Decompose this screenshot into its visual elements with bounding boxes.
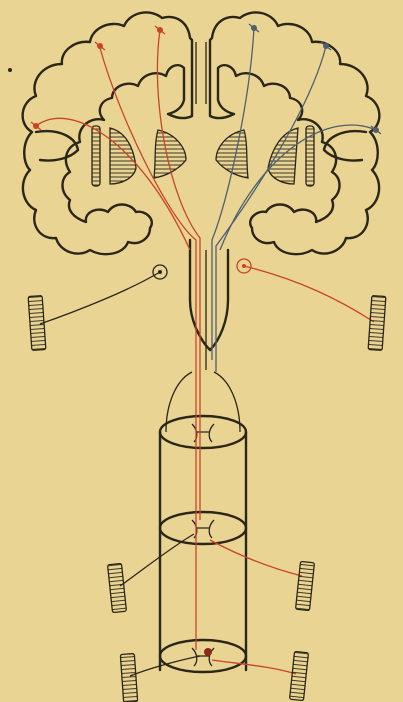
left-lateral-notch: [34, 129, 80, 162]
left-lentiform-nucleus: [109, 127, 137, 185]
right-upper-block: [367, 295, 387, 351]
motor-tract-a: [99, 47, 197, 650]
effector-blocks: [27, 295, 387, 702]
afferent-left-low: [129, 655, 201, 677]
top-grey-matter: [191, 423, 215, 443]
brainstem: [188, 238, 230, 370]
cord-funnel-left: [165, 371, 193, 433]
motor-tract-b: [156, 29, 201, 520]
motor-pathways: [35, 29, 375, 675]
sensory-tract-b: [215, 45, 327, 372]
central-fissure: [195, 42, 207, 104]
cord-efferent-red-low: [211, 659, 297, 675]
motor-tract-c: [35, 117, 191, 251]
right-lateral-notch: [322, 129, 368, 162]
left-ganglion: [152, 264, 168, 280]
left-hemisphere-outline: [21, 11, 194, 256]
left-middle-block: [107, 562, 127, 614]
afferent-left-mid: [119, 533, 195, 587]
right-lentiform-nucleus: [267, 127, 299, 185]
sensory-tract-c: [219, 124, 377, 251]
cortical-neuron-2: [154, 25, 166, 35]
right-hemisphere-outline: [208, 11, 381, 256]
cortical-neuron-5: [320, 41, 332, 51]
left-lower-block: [119, 653, 139, 702]
brain-outline: [21, 11, 381, 256]
cord-efferent-red: [209, 539, 303, 577]
middle-grey-matter: [191, 519, 215, 539]
right-ganglion: [236, 258, 252, 274]
spinal-cord-bottom-ellipse: [158, 638, 248, 674]
cortical-neuron-3: [30, 121, 42, 131]
cord-motor-neuron: [204, 648, 212, 656]
spinal-cord-top-ellipse: [158, 414, 248, 450]
left-upper-block: [27, 295, 47, 351]
left-outer-nucleus: [91, 125, 101, 187]
cortical-neuron-6: [370, 125, 382, 135]
spinal-cord-middle-ellipse: [158, 510, 248, 546]
right-thalamus: [215, 129, 249, 179]
right-lower-block: [289, 650, 309, 702]
stray-dot: [8, 68, 12, 72]
sensory-relay-red: [243, 265, 375, 323]
right-middle-block: [295, 560, 315, 612]
spinal-cord: [158, 371, 248, 674]
brainstem-outline: [188, 238, 230, 352]
cord-funnel-right: [213, 371, 241, 433]
cortical-neuron-1: [94, 41, 106, 51]
right-outer-nucleus: [305, 125, 315, 187]
spinal-cord-body: [158, 430, 248, 672]
sensory-tract-a: [211, 27, 255, 360]
neuron-symbols: [30, 23, 382, 656]
basal-nuclei: [91, 125, 315, 187]
afferent-left-upper: [39, 271, 161, 325]
cortical-neuron-4: [248, 23, 260, 33]
sensory-pathways: [39, 27, 377, 677]
